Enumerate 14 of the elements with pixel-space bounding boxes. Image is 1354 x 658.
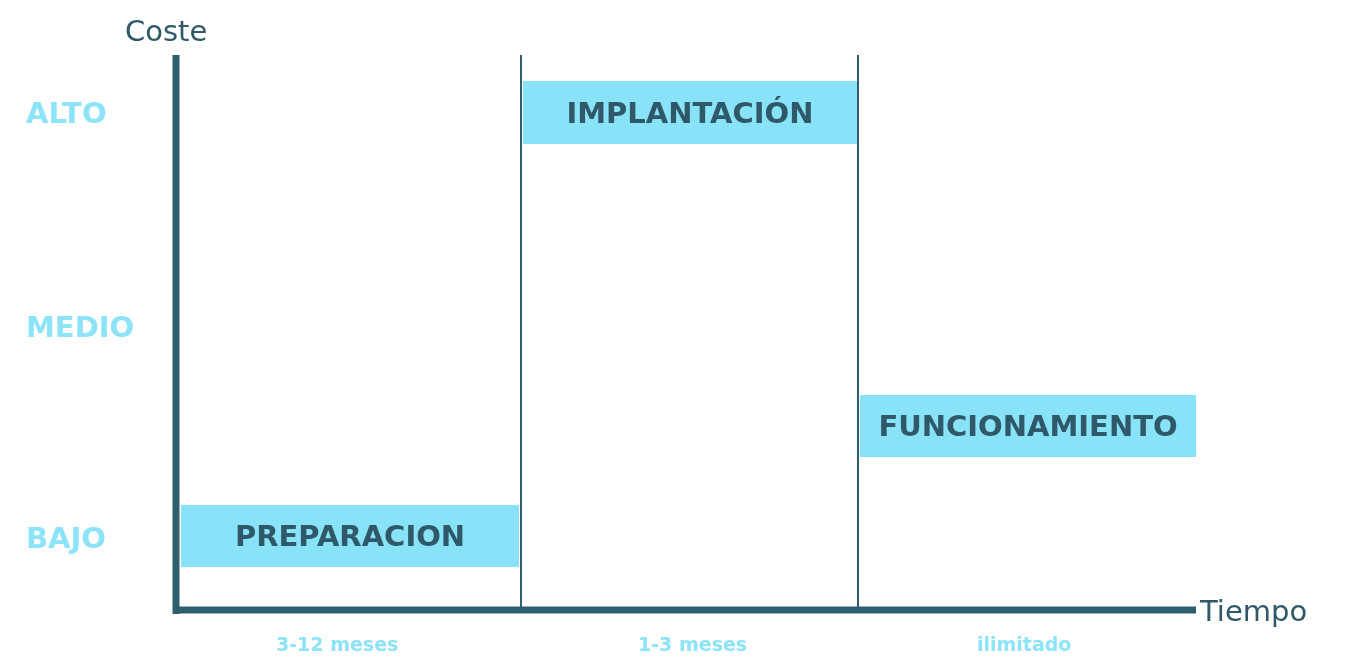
- axis-level-label: BAJO: [26, 521, 106, 555]
- phase-bar: [523, 81, 857, 144]
- duration-label: 3-12 meses: [276, 633, 399, 655]
- axis-level-label: ALTO: [26, 96, 107, 130]
- duration-label: ilimitado: [977, 633, 1072, 655]
- phase-name: IMPLANTACIÓN: [566, 95, 814, 130]
- axis-title: Coste: [125, 14, 208, 48]
- phase-bar: [181, 505, 519, 567]
- axis-level-label: MEDIO: [26, 310, 135, 344]
- phase-name: FUNCIONAMIENTO: [878, 409, 1178, 443]
- phase-name: PREPARACION: [234, 519, 466, 553]
- axis-title: Tiempo: [1200, 594, 1308, 628]
- phase-bar: [860, 395, 1196, 457]
- duration-label: 1-3 meses: [638, 633, 748, 655]
